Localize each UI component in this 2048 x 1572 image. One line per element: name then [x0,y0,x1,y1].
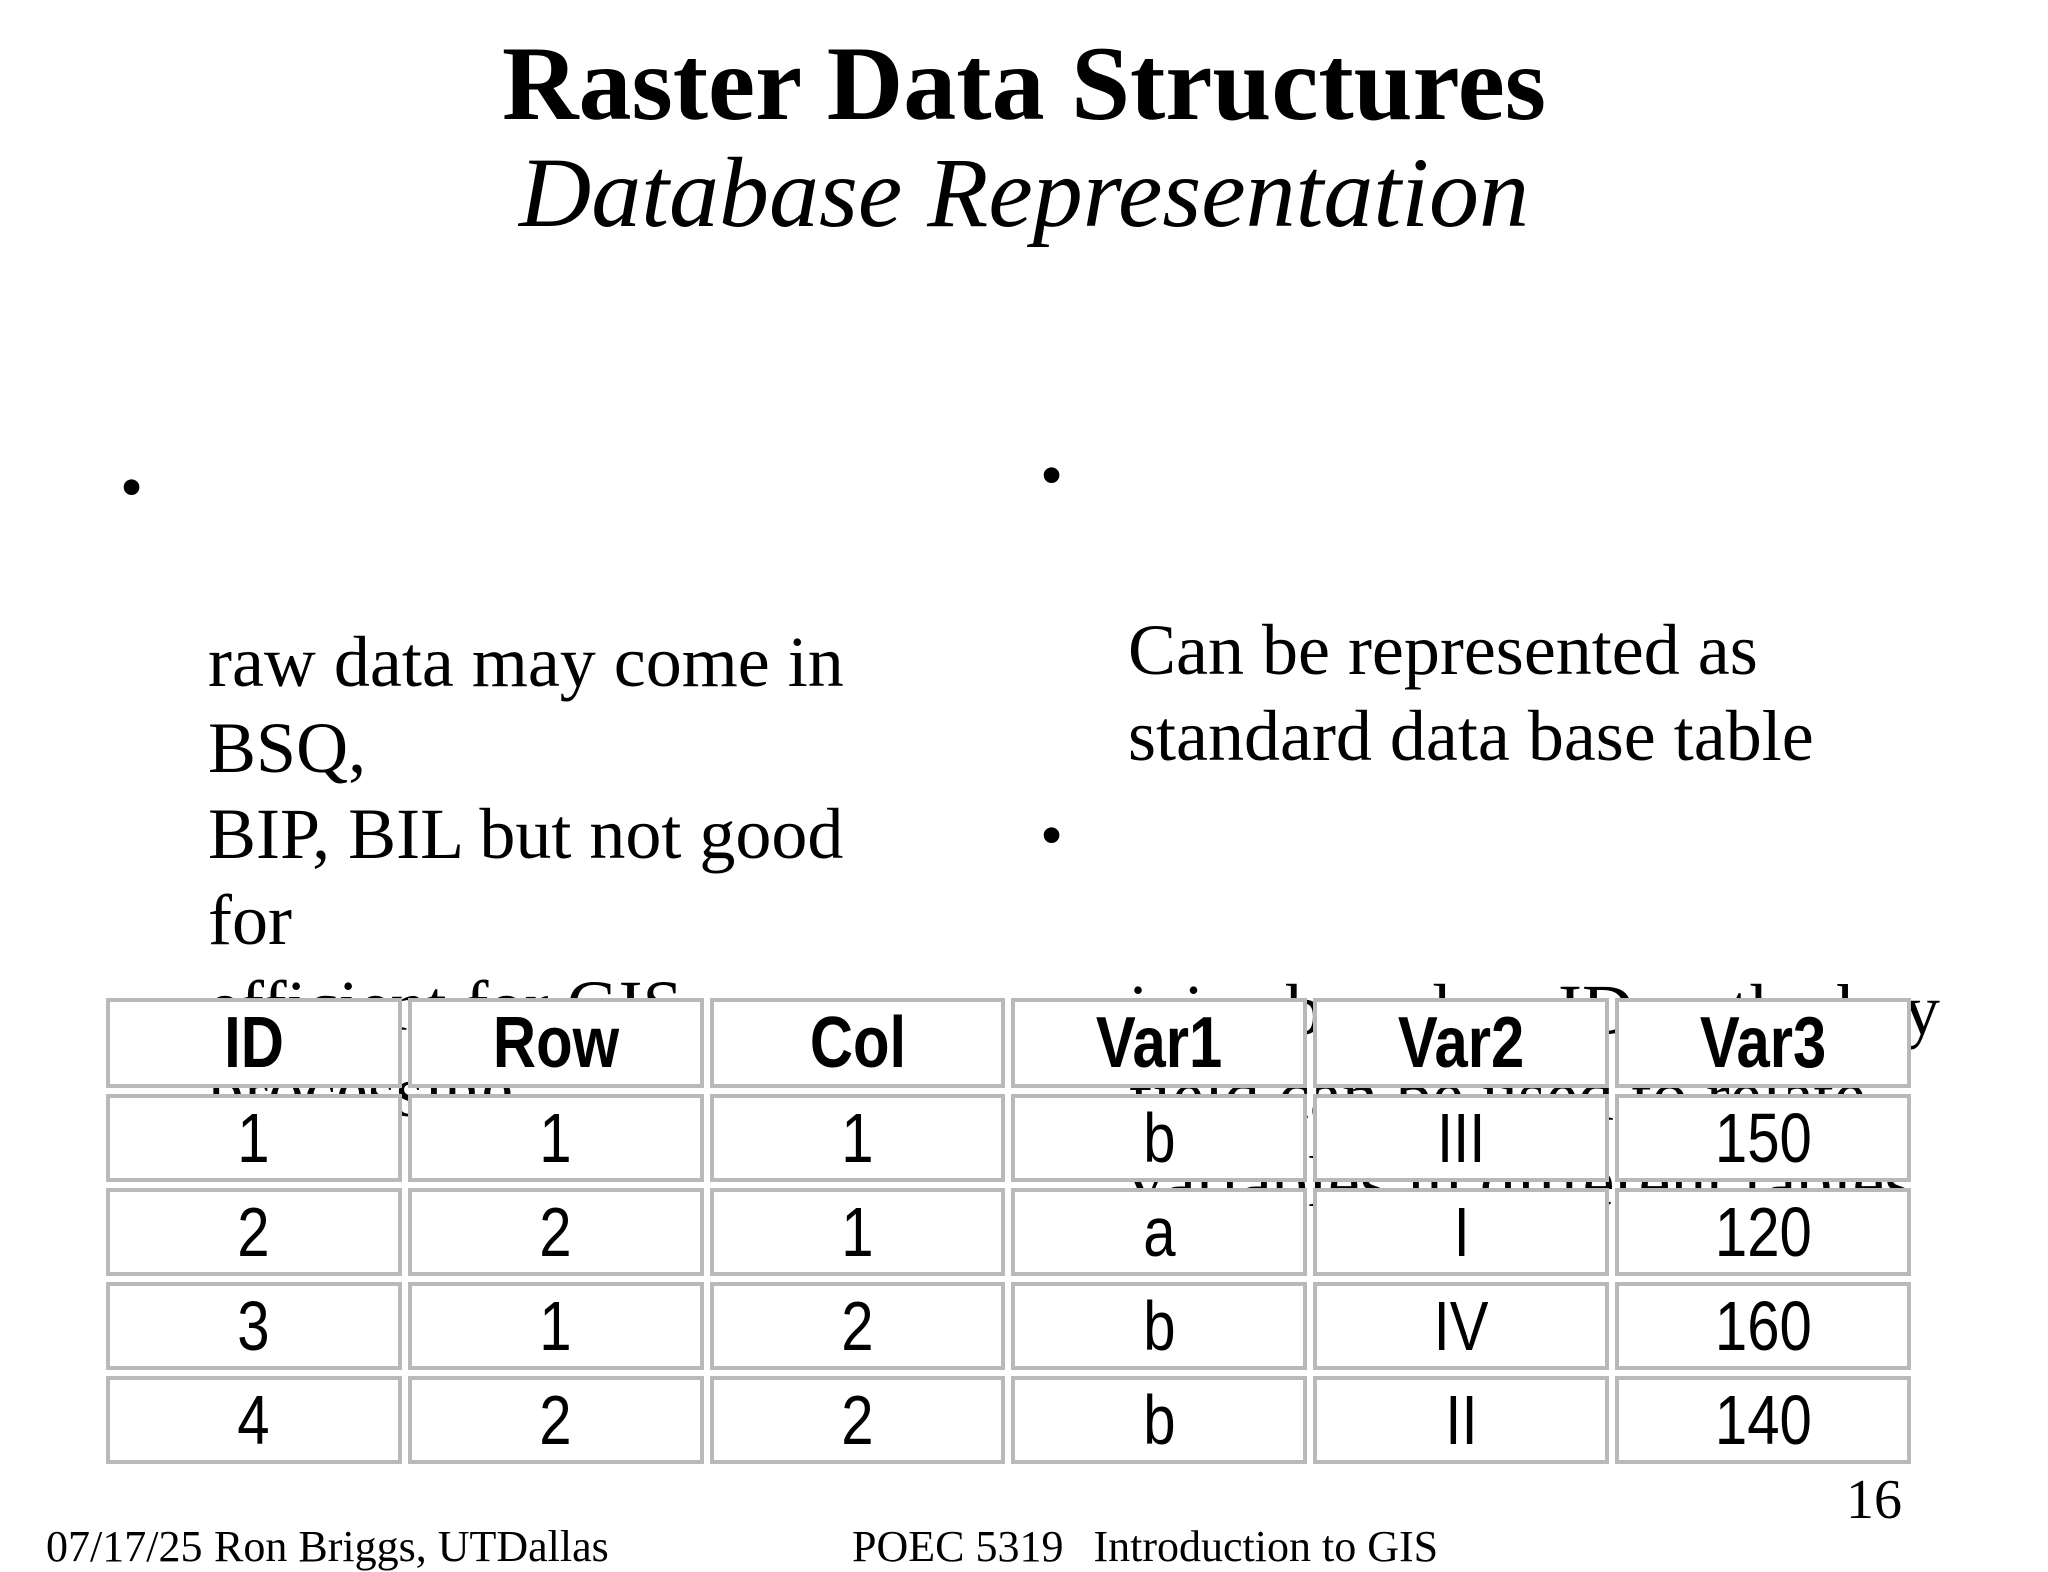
bullet-dot-icon: • [120,451,144,524]
table-cell: I [1313,1188,1610,1276]
table-header-cell: Var1 [1011,998,1308,1088]
table-cell: 1 [407,1282,704,1370]
footer-author: Ron Briggs, UTDallas [214,1522,609,1571]
table-cell: 2 [709,1282,1006,1370]
footer-course: POEC 5319 Introduction to GIS [852,1521,1438,1572]
slide-subtitle: Database Representation [518,137,1529,248]
table-cell: IV [1313,1282,1610,1370]
table-header-cell: ID [106,998,402,1088]
table-cell: III [1313,1094,1610,1182]
table-cell: II [1313,1376,1610,1464]
slide-title: Raster Data Structures [501,25,1547,142]
table-cell: 1 [407,1094,704,1182]
table-cell: 150 [1615,1094,1911,1182]
table-cell: 4 [106,1376,402,1464]
table-cell: 160 [1615,1282,1911,1370]
table-cell: b [1011,1376,1308,1464]
table-cell: 2 [407,1188,704,1276]
table-cell: 1 [709,1094,1006,1182]
page-number: 16 [1846,1469,1902,1531]
table-header-cell: Row [407,998,704,1088]
table-cell: 2 [407,1376,704,1464]
table-header-row: ID Row Col Var1 Var2 Var3 [106,998,1911,1088]
footer-date: 07/17/25 [46,1522,203,1571]
table-row: 1 1 1 b III 150 [106,1094,1911,1182]
table-cell: 120 [1615,1188,1911,1276]
footer-course-code: POEC 5319 [852,1522,1064,1571]
table-cell: a [1011,1188,1308,1276]
table-header-cell: Col [709,998,1006,1088]
footer-course-name: Introduction to GIS [1093,1522,1439,1571]
bullet-dot-icon: • [1040,799,1064,872]
table-cell: 2 [106,1188,402,1276]
bullet-dot-icon: • [1040,439,1064,512]
table-cell: b [1011,1282,1308,1370]
table-cell: 140 [1615,1376,1911,1464]
bullet-text: Can be represented as standard data base… [1128,610,1814,776]
bullet-item: • Can be represented as standard data ba… [1032,435,1952,779]
table-header-cell: Var3 [1615,998,1911,1088]
table-row: 3 1 2 b IV 160 [106,1282,1911,1370]
table-row: 4 2 2 b II 140 [106,1376,1911,1464]
table-cell: 3 [106,1282,402,1370]
table-header-cell: Var2 [1313,998,1610,1088]
table-cell: 1 [106,1094,402,1182]
table-cell: b [1011,1094,1308,1182]
table-cell: 1 [709,1188,1006,1276]
table-row: 2 2 1 a I 120 [106,1188,1911,1276]
database-table: ID Row Col Var1 Var2 Var3 1 1 1 b III 15… [100,992,1917,1470]
table-cell: 2 [709,1376,1006,1464]
